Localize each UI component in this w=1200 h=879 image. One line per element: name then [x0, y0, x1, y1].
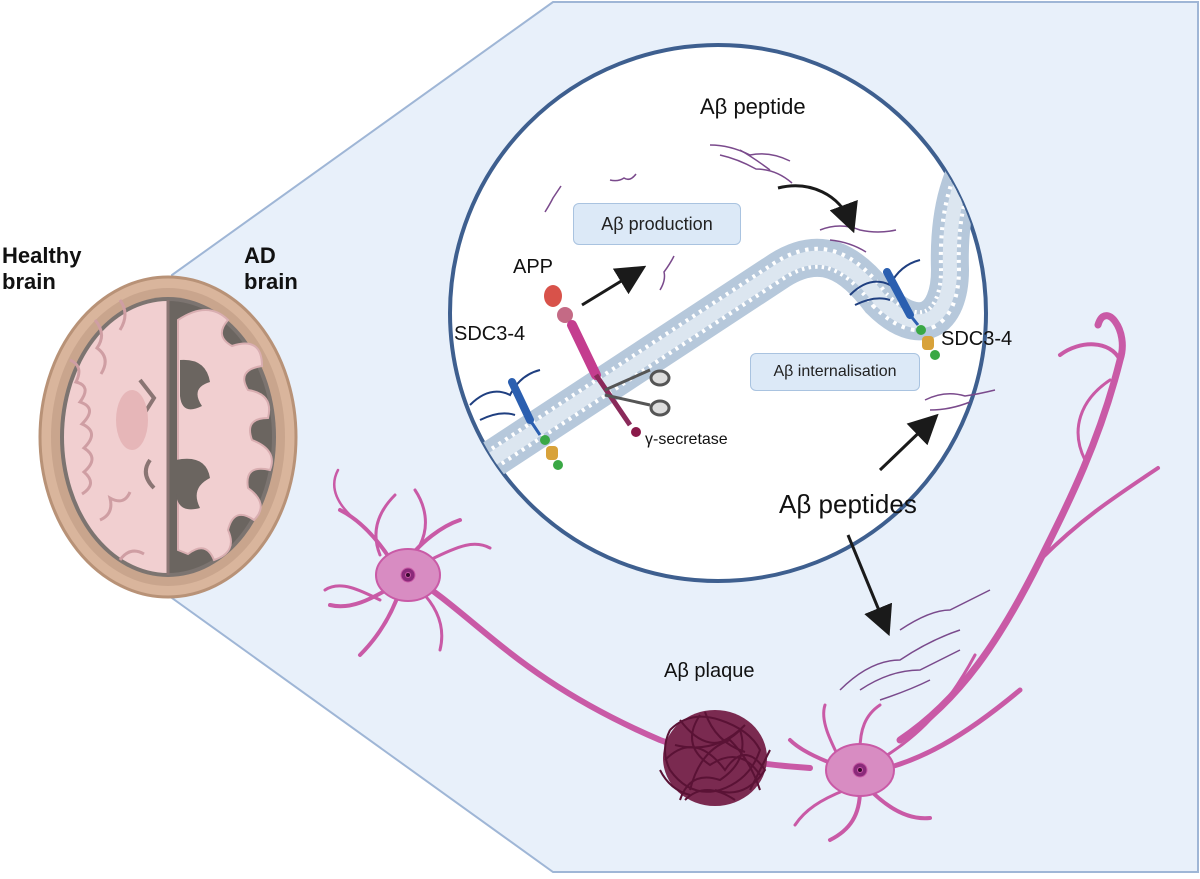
brain-scan [38, 275, 298, 599]
label-gamma-secretase: γ-secretase [645, 431, 728, 448]
box-ab-internalisation: Aβ internalisation [750, 353, 920, 391]
app-protein [544, 285, 641, 437]
label-ab-peptide: Aβ peptide [700, 94, 806, 119]
box-ab-production: Aβ production [573, 203, 741, 245]
label-ad-brain: AD brain [244, 243, 298, 294]
scissors-icon [604, 368, 671, 417]
label-sdc-right: SDC3-4 [941, 328, 1013, 350]
arrow-peptide-curve [777, 184, 858, 234]
label-ab-plaque: Aβ plaque [664, 660, 755, 682]
arrows [581, 184, 939, 637]
arrow-internalisation [878, 413, 939, 472]
ab-plaque [659, 710, 771, 806]
sdc-protein-left [469, 369, 563, 470]
arrow-to-plaque [846, 534, 893, 637]
label-app: APP [513, 256, 554, 278]
neuron-right-axon [896, 312, 1160, 744]
neuron-right [788, 653, 1023, 842]
label-sdc-left: SDC3-4 [454, 323, 526, 345]
arrow-production [581, 265, 647, 307]
label-healthy-brain: Healthy brain [2, 243, 82, 294]
sdc-protein-right [849, 259, 940, 360]
label-ab-peptides: Aβ peptides [779, 489, 917, 519]
